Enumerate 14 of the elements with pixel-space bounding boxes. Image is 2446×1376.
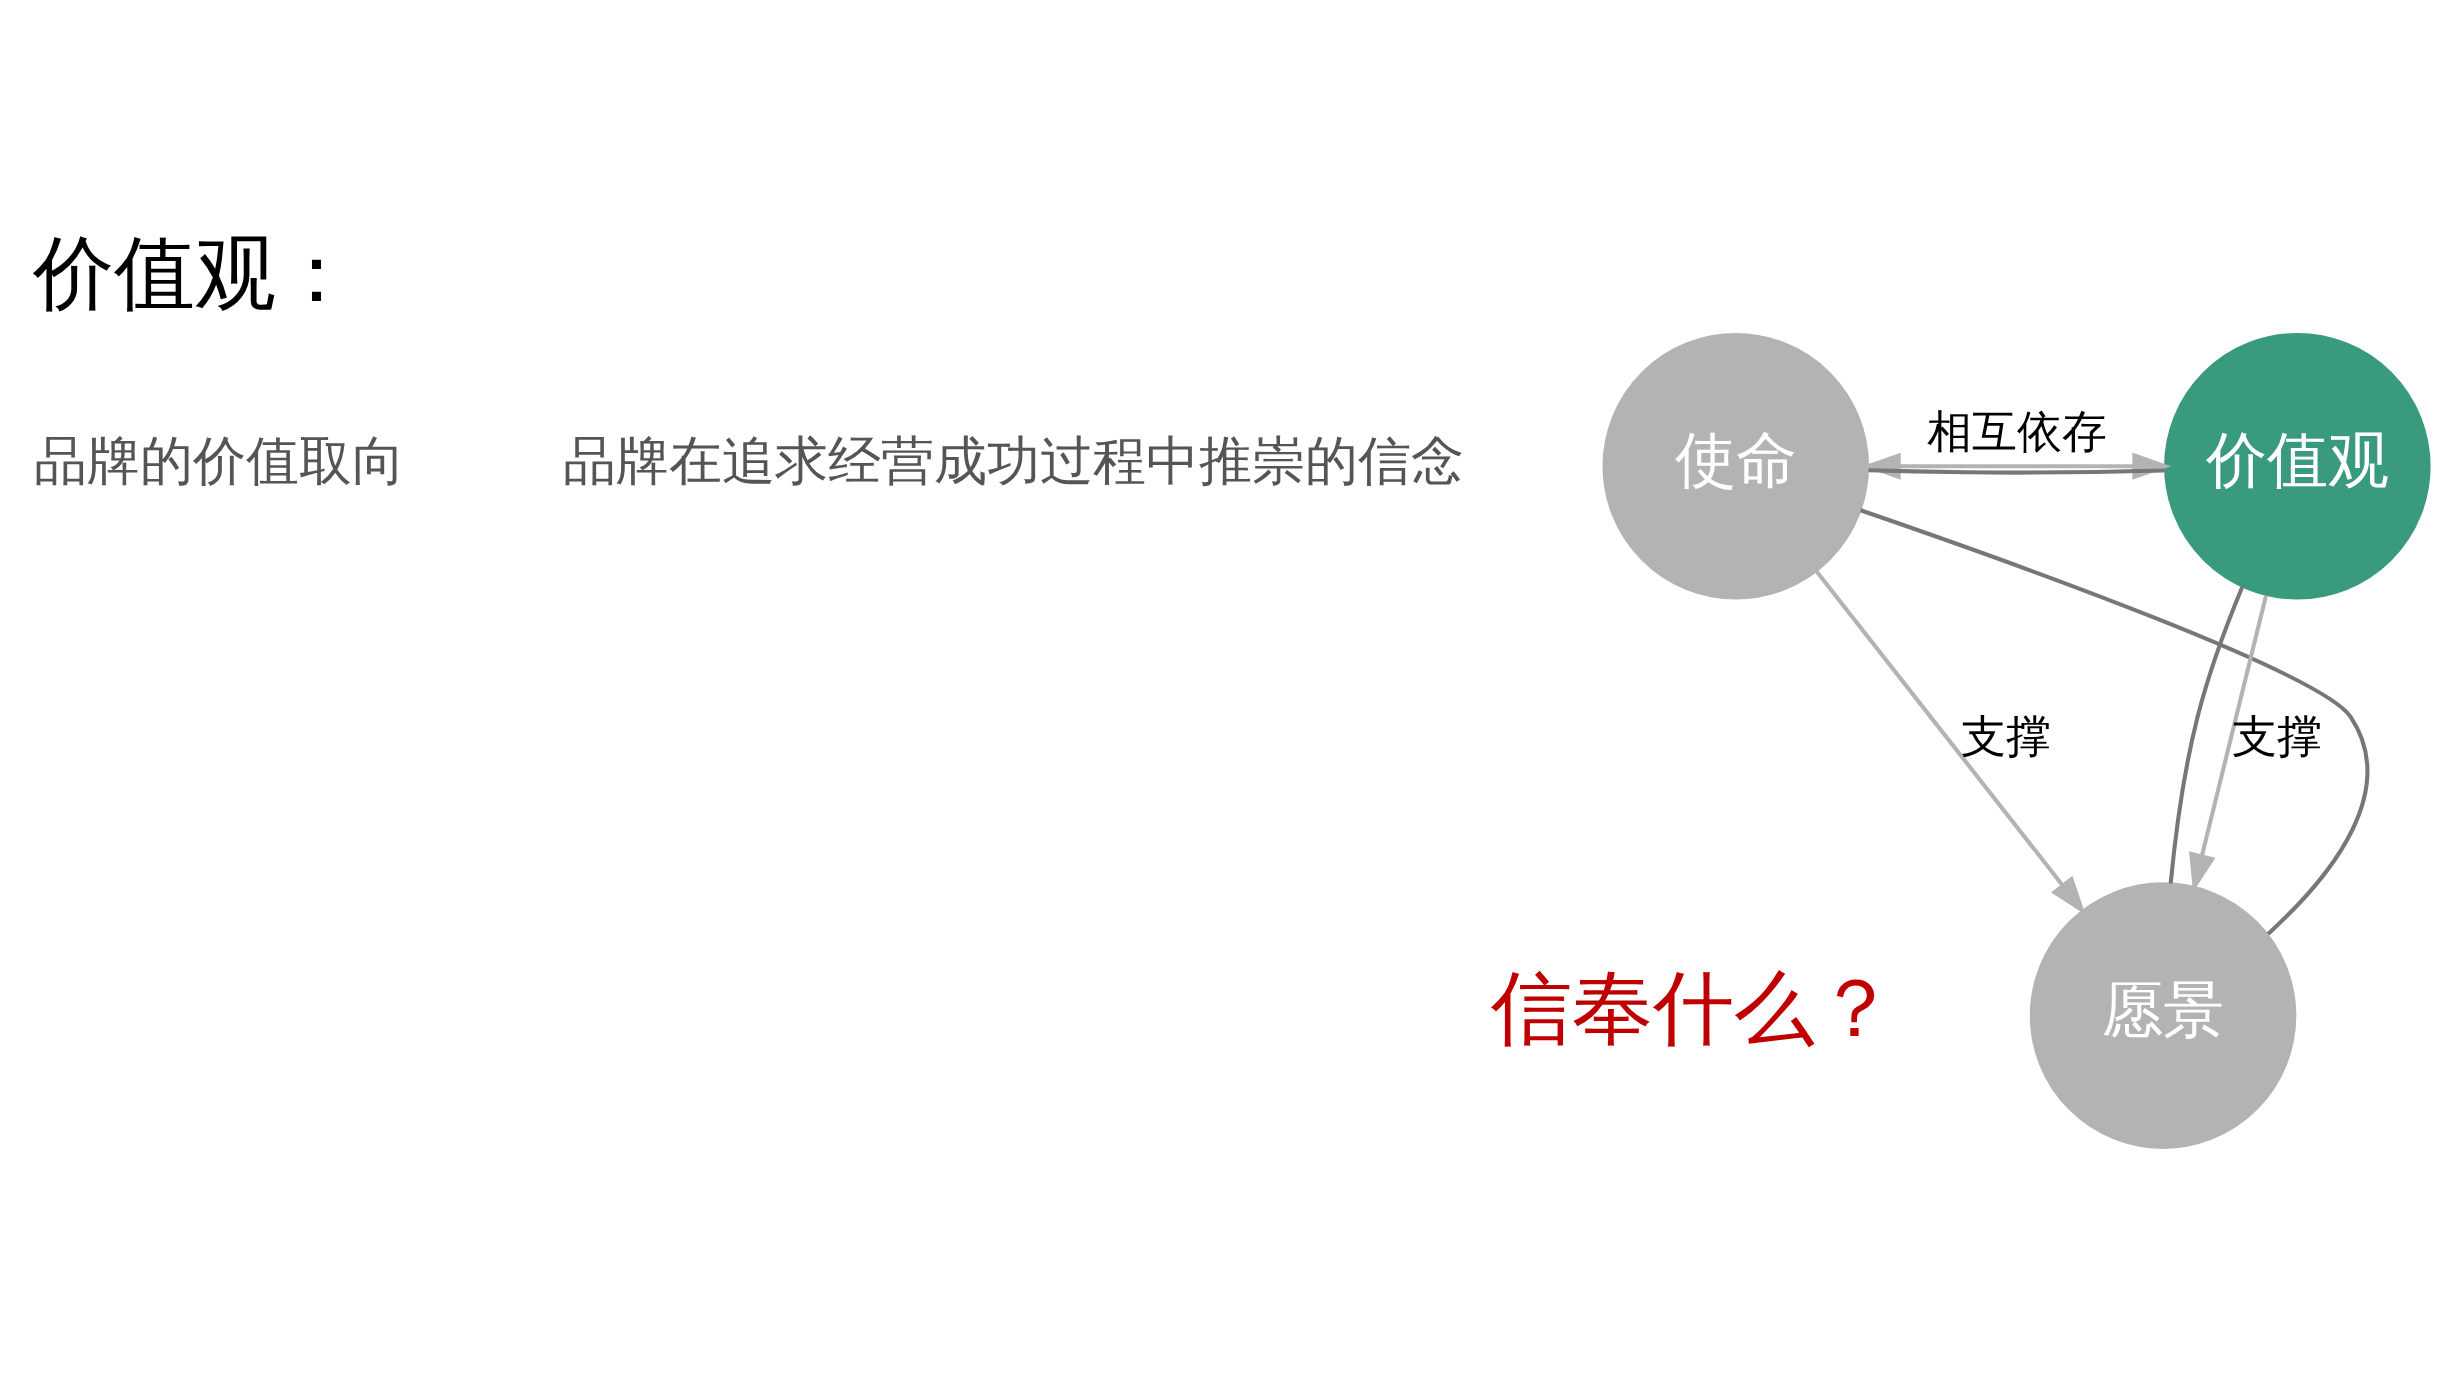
label: 信奉什么？ <box>1490 959 1896 1055</box>
diagram-title: 价值观： <box>33 225 358 321</box>
label: 品牌的价值取向 <box>34 430 406 492</box>
connector <box>1868 468 2165 475</box>
connector <box>2168 585 2245 884</box>
connector <box>1859 508 2370 936</box>
edge-label: 支撑 <box>1961 710 2052 764</box>
edge-label: 支撑 <box>2232 710 2323 764</box>
arrow <box>1815 570 2086 915</box>
node-circle: 价值观 <box>2164 332 2431 600</box>
label: 品牌在追求经营成功过程中推崇的信念 <box>562 430 1464 492</box>
edge-label: 相互依存 <box>1926 405 2107 459</box>
node-circle: 使命 <box>1602 332 1870 600</box>
node-circle: 愿景 <box>2029 882 2297 1149</box>
